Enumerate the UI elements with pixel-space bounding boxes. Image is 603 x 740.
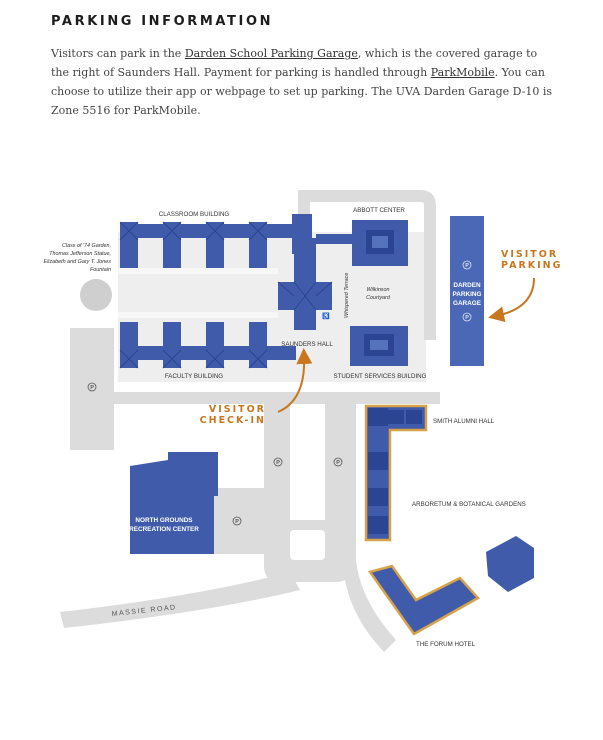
classroom-wing-1 <box>120 222 138 268</box>
classroom-wing-2 <box>163 222 181 268</box>
label-wilkinson-2: Courtyard <box>366 295 391 301</box>
ngrc-label-1: NORTH GROUNDS <box>135 517 193 524</box>
plaza-walk-2 <box>118 312 278 318</box>
label-visitor-checkin-1: VISITOR <box>209 404 266 415</box>
label-visitor-parking-1: VISITOR <box>501 249 558 260</box>
abbott-link <box>316 234 352 244</box>
label-arboretum: ARBORETUM & BOTANICAL GARDENS <box>412 501 526 508</box>
classroom-roof-lines <box>119 221 268 241</box>
garage-p-bottom-text: P <box>465 315 469 321</box>
darden-parking-garage[interactable]: P DARDEN PARKING GARAGE P <box>450 216 484 366</box>
visitor-parking-arrow <box>488 277 535 323</box>
p-ngrc-text: P <box>235 519 239 525</box>
faculty-wing-4 <box>249 322 267 368</box>
garage-label-3: GARAGE <box>453 300 482 307</box>
abbott-center <box>316 220 408 266</box>
forum-hotel <box>367 536 534 636</box>
student-services-court <box>370 340 388 350</box>
label-wilkinson-1: Wilkinson <box>366 287 389 293</box>
label-classroom-building: CLASSROOM BUILDING <box>159 211 230 218</box>
p-lane-left-text: P <box>276 460 280 466</box>
massie-road <box>60 572 300 628</box>
alumni-block-4 <box>368 452 388 470</box>
parkmobile-link[interactable]: ParkMobile <box>430 66 495 79</box>
p-lane-right-text: P <box>336 460 340 466</box>
label-faculty-building: FACULTY BUILDING <box>165 373 223 380</box>
p-left-lot <box>87 382 97 392</box>
label-visitor-parking-2: PARKING <box>501 260 562 271</box>
garage-p-top-text: P <box>465 263 469 269</box>
loop-center <box>290 530 325 560</box>
hotel-road <box>343 404 396 652</box>
ngrc-footprint <box>130 452 218 554</box>
label-garden-2: Thomas Jefferson Statue, <box>49 251 111 257</box>
garage-p-top <box>462 260 472 270</box>
alumni-hall-outline <box>364 404 428 542</box>
garden-fountain <box>80 279 112 311</box>
faculty-building <box>119 322 296 369</box>
parking-lane-left <box>264 396 290 524</box>
p-lane-left <box>273 457 283 467</box>
label-forum-hotel: THE FORUM HOTEL <box>416 641 476 648</box>
parking-strip-center <box>290 396 325 404</box>
intro-text-1: Visitors can park in the <box>51 47 185 60</box>
p-ngrc <box>232 516 242 526</box>
abbott-court <box>372 236 388 248</box>
label-student-services: STUDENT SERVICES BUILDING <box>334 373 427 380</box>
visitor-checkin-arrow <box>277 348 313 413</box>
roads <box>60 190 440 652</box>
ngrc-parking-lot <box>214 488 266 554</box>
label-garden-1: Class of '74 Garden, <box>62 243 111 249</box>
intro-text-3: . You can choose to utilize their app or… <box>51 66 553 117</box>
north-grounds-recreation-center: NORTH GROUNDS RECREATION CENTER <box>129 452 218 554</box>
parking-symbols: P P P P ♿ <box>87 312 343 526</box>
p-left-lot-text: P <box>90 385 94 391</box>
intro-paragraph: Visitors can park in the Darden School P… <box>51 44 556 120</box>
alumni-block-1 <box>368 408 388 426</box>
garage-footprint[interactable] <box>450 216 484 366</box>
p-lane-right <box>333 457 343 467</box>
page-heading: PARKING INFORMATION <box>51 14 274 29</box>
classroom-wing-4 <box>249 222 267 268</box>
faculty-wing-3 <box>206 322 224 368</box>
lower-campus-road <box>70 392 440 450</box>
smith-alumni-hall <box>364 404 428 542</box>
garage-label-1: DARDEN <box>453 282 481 289</box>
plaza-walk-1 <box>118 268 278 274</box>
label-saunders-hall: SAUNDERS HALL <box>281 341 333 348</box>
alumni-block-5 <box>368 488 388 506</box>
forum-hotel-outline <box>367 564 480 636</box>
garage-label-2: PARKING <box>453 291 482 298</box>
intro-text-2: , which is the covered garage to the rig… <box>51 47 538 79</box>
ngrc-label-2: RECREATION CENTER <box>129 526 199 533</box>
label-garden-4: Fountain <box>90 267 111 273</box>
faculty-wing-1 <box>120 322 138 368</box>
accessible-icon: ♿ <box>322 312 330 320</box>
label-whispered-terrace: Whispered Terrace <box>344 273 350 318</box>
student-services-building <box>350 326 408 366</box>
garage-p-bottom <box>462 312 472 322</box>
alumni-block-3 <box>406 410 422 424</box>
label-garden-3: Elizabeth and Gary T. Jones <box>43 259 111 265</box>
alumni-block-2 <box>388 410 404 424</box>
saunders-roof <box>277 281 333 311</box>
alumni-block-6 <box>368 516 388 534</box>
classroom-building <box>119 214 312 268</box>
faculty-roof-lines <box>119 349 268 369</box>
label-visitor-checkin-2: CHECK-IN <box>200 415 266 426</box>
faculty-wing-2 <box>163 322 181 368</box>
forum-annex <box>486 536 534 592</box>
saunders-hall <box>277 238 333 330</box>
darden-garage-link[interactable]: Darden School Parking Garage <box>184 47 358 60</box>
label-smith-alumni-hall: SMITH ALUMNI HALL <box>433 418 495 425</box>
classroom-wing-3 <box>206 222 224 268</box>
label-abbott-center: ABBOTT CENTER <box>353 207 405 214</box>
